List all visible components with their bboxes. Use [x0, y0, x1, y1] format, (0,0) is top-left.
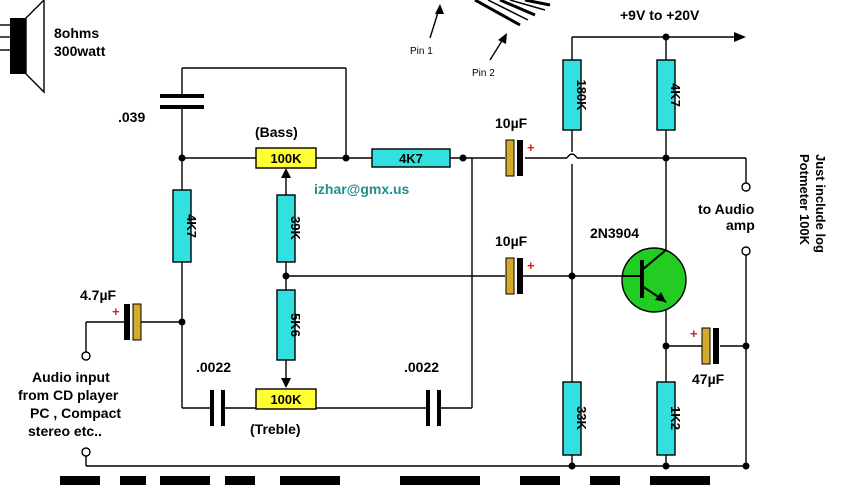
svg-text:+: +	[690, 326, 698, 341]
treble-pot-value: 100K	[270, 392, 302, 407]
resistor-5k6: 5K6	[276, 289, 303, 361]
svg-text:from CD player: from CD player	[18, 387, 119, 403]
resistor-4k7-collector: 4K7	[656, 59, 683, 131]
cap-10uf-mid-label: 10µF	[495, 233, 528, 249]
svg-text:PC , Compact: PC , Compact	[30, 405, 121, 421]
to-audio-label-1: to Audio	[698, 201, 754, 217]
cap-10uf-top-label: 10µF	[495, 115, 528, 131]
resistor-180k-value: 180K	[574, 79, 589, 111]
to-audio-label-2: amp	[726, 217, 755, 233]
email-label: izhar@gmx.us	[314, 181, 410, 197]
resistor-5k6-value: 5K6	[288, 313, 303, 337]
resistor-39k-value: 39K	[288, 216, 303, 240]
resistor-4k7-series: 4K7	[371, 148, 451, 168]
note-line-2: Potmeter 100K	[797, 154, 812, 246]
pin1-label: Pin 1	[410, 46, 433, 57]
transistor-label: 2N3904	[590, 225, 639, 241]
speaker-ohms-label: 8ohms	[54, 25, 99, 41]
svg-text:+: +	[112, 304, 120, 319]
wires-left-vertical	[178, 158, 210, 409]
cap-47uf-label: 47µF	[692, 371, 725, 387]
svg-text:stereo etc..: stereo etc..	[28, 423, 102, 439]
resistor-33k-value: 33K	[574, 406, 589, 430]
supply-label: +9V to +20V	[620, 7, 700, 23]
resistor-1k2: 1K2	[656, 381, 683, 456]
cap-4.7uf-label: 4.7µF	[80, 287, 117, 303]
svg-text:+: +	[527, 258, 535, 273]
speaker-icon	[0, 0, 45, 94]
resistor-4k7-collector-value: 4K7	[668, 83, 683, 107]
bass-pot-value: 100K	[270, 151, 302, 166]
supply-rail	[571, 32, 746, 60]
wires-middle-ladder	[281, 158, 505, 409]
capacitor-0022-left	[210, 390, 256, 426]
ground-rail	[81, 447, 750, 470]
resistor-33k: 33K	[562, 381, 589, 456]
resistor-39k: 39K	[276, 194, 303, 263]
capacitor-10uf-mid: +	[505, 257, 622, 295]
audio-input-label: Audio input from CD player PC , Compact …	[18, 369, 121, 439]
bass-label: (Bass)	[255, 124, 298, 140]
cap-0022-left-label: .0022	[196, 359, 231, 375]
wires-top	[181, 67, 347, 158]
speaker-watt-label: 300watt	[54, 43, 106, 59]
transistor-npn-icon	[621, 247, 687, 313]
svg-text:+: +	[527, 140, 535, 155]
capacitor-0022-right	[426, 390, 441, 426]
pin2-label: Pin 2	[472, 68, 495, 79]
treble-label: (Treble)	[250, 421, 301, 437]
capacitor-039-label: .039	[118, 109, 145, 125]
capacitor-4.7uf: +	[81, 303, 182, 361]
resistor-4k7-series-value: 4K7	[399, 151, 423, 166]
capacitor-10uf-top: +	[505, 139, 535, 177]
capacitor-47uf: +	[690, 326, 719, 365]
connector-icon	[429, 0, 551, 61]
svg-text:Audio input: Audio input	[32, 369, 110, 385]
capacitor-039	[160, 94, 204, 109]
cap-0022-right-label: .0022	[404, 359, 439, 375]
wires-transistor	[662, 130, 751, 466]
resistor-180k: 180K	[562, 59, 589, 131]
bass-potentiometer[interactable]: 100K	[255, 147, 317, 178]
treble-potentiometer[interactable]: 100K	[255, 388, 317, 410]
resistor-4k7-vertical-value: 4K7	[184, 214, 199, 238]
resistor-1k2-value: 1K2	[668, 406, 683, 430]
resistor-4k7-vertical: 4K7	[172, 189, 199, 263]
note-line-1: Just include log	[813, 154, 828, 253]
cropped-title-fragment	[60, 476, 710, 485]
